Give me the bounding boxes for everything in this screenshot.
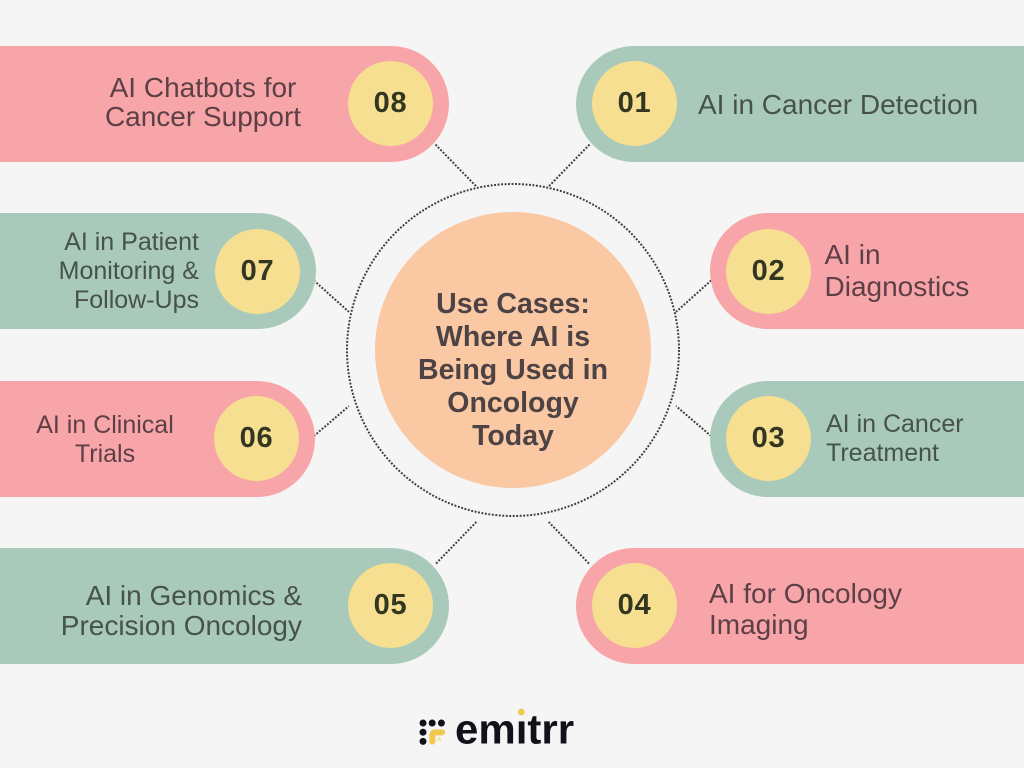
svg-text:emıtrr: emıtrr bbox=[455, 705, 574, 752]
